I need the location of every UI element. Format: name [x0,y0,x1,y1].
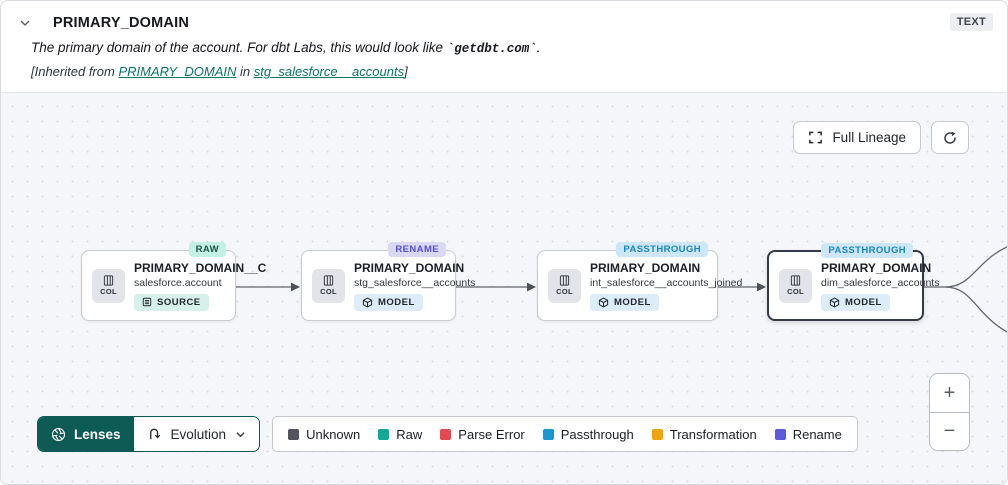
description-code: `getdbt.com` [446,42,537,56]
node-resource-tag: SOURCE [134,293,209,311]
legend-label: Rename [792,426,842,442]
column-type-badge: TEXT [949,13,993,31]
node-status-badge: RENAME [388,242,446,257]
collapse-chevron-icon[interactable] [17,15,33,31]
node-resource-tag: MODEL [821,293,890,311]
node-resource-tag: MODEL [590,293,659,311]
legend-label: Unknown [306,426,361,442]
node-title: PRIMARY_DOMAIN [590,260,701,275]
node-tag-label: MODEL [845,296,882,308]
col-chip-label: COL [787,287,804,296]
edge-type-legend: Unknown Raw Parse Error Passthrough Tran… [272,416,858,452]
node-resource-tag: MODEL [354,293,423,311]
source-icon [142,297,152,307]
node-subtitle: stg_salesforce__accounts [354,276,476,289]
zoom-out-button[interactable]: − [930,412,969,450]
legend-label: Passthrough [560,426,634,442]
column-icon [103,275,114,286]
evolution-route-icon [147,426,162,442]
inherited-model-link[interactable]: stg_salesforce__accounts [253,64,405,79]
refresh-icon [942,130,958,146]
node-subtitle: int_salesforce__accounts_joined [590,276,743,289]
col-chip-label: COL [100,287,117,296]
node-status-badge: PASSTHROUGH [616,242,708,257]
lineage-node-source[interactable]: RAW COL PRIMARY_DOMAIN__C salesforce.acc… [81,242,266,321]
lens-selected-label: Evolution [170,426,227,442]
col-chip-label: COL [556,287,573,296]
node-subtitle: dim_salesforce_accounts [821,276,940,289]
zoom-in-button[interactable]: + [930,374,969,412]
legend-item: Transformation [651,426,757,442]
expand-icon [808,130,823,145]
legend-label: Raw [396,426,423,442]
legend-swatch [378,428,390,440]
column-icon [323,275,334,286]
col-chip-label: COL [320,287,337,296]
legend-item: Unknown [288,427,360,442]
legend-item: Rename [774,426,842,442]
legend-swatch [774,428,786,440]
lenses-button[interactable]: Lenses [38,417,134,451]
legend-swatch [440,428,452,440]
chevron-down-icon [235,429,246,440]
node-title: PRIMARY_DOMAIN [354,260,465,275]
legend-label: Transformation [669,426,757,442]
lenses-aperture-icon [51,427,66,442]
legend-label: Parse Error [458,426,525,442]
model-icon [829,297,840,307]
legend-item: Parse Error [440,426,525,442]
column-description: The primary domain of the account. For d… [31,40,991,56]
lenses-label: Lenses [74,426,121,442]
column-chip: COL [92,268,125,303]
description-text: The primary domain of the account. For d… [31,40,447,55]
column-header: PRIMARY_DOMAIN TEXT The primary domain o… [1,1,1007,93]
lineage-node-dim-selected[interactable]: PASSTHROUGH COL PRIMARY_DOMAIN dim_sales… [767,243,939,321]
inherited-column-link[interactable]: PRIMARY_DOMAIN [118,64,237,79]
legend-swatch [288,428,300,440]
inherited-prefix: [Inherited from [31,64,119,79]
inherited-from-line: [Inherited from PRIMARY_DOMAIN in stg_sa… [31,64,991,79]
node-tag-label: MODEL [378,296,415,308]
column-icon [559,275,570,286]
node-tag-label: MODEL [614,296,651,308]
inherited-suffix: ] [404,64,408,79]
node-title: PRIMARY_DOMAIN__C [134,260,267,275]
node-tag-label: SOURCE [157,296,201,308]
node-status-badge: RAW [188,242,226,257]
refresh-button[interactable] [931,121,969,154]
node-title: PRIMARY_DOMAIN [821,260,932,275]
legend-swatch [542,428,554,440]
lens-selector[interactable]: Evolution [133,417,260,451]
column-chip: COL [548,268,581,303]
column-chip: COL [779,268,812,303]
description-period: . [536,40,541,55]
legend-swatch [651,428,663,440]
column-icon [790,275,801,286]
legend-item: Passthrough [542,426,634,442]
legend-item: Raw [378,427,422,442]
inherited-middle: in [236,64,254,79]
lineage-node-int[interactable]: PASSTHROUGH COL PRIMARY_DOMAIN int_sales… [537,242,742,321]
model-icon [598,297,609,307]
full-lineage-button[interactable]: Full Lineage [793,121,921,154]
lineage-canvas[interactable]: Full Lineage RAW COL PRIMARY_DOMAIN__C [1,93,1007,484]
node-status-badge: PASSTHROUGH [821,243,913,258]
lenses-control: Lenses Evolution [37,416,261,452]
node-subtitle: salesforce.account [134,276,222,289]
full-lineage-label: Full Lineage [832,130,906,145]
zoom-controls: + − [929,373,970,451]
column-title: PRIMARY_DOMAIN [53,15,189,31]
column-chip: COL [312,268,345,303]
lineage-node-stg[interactable]: RENAME COL PRIMARY_DOMAIN stg_salesforce… [301,242,475,321]
model-icon [362,297,373,307]
